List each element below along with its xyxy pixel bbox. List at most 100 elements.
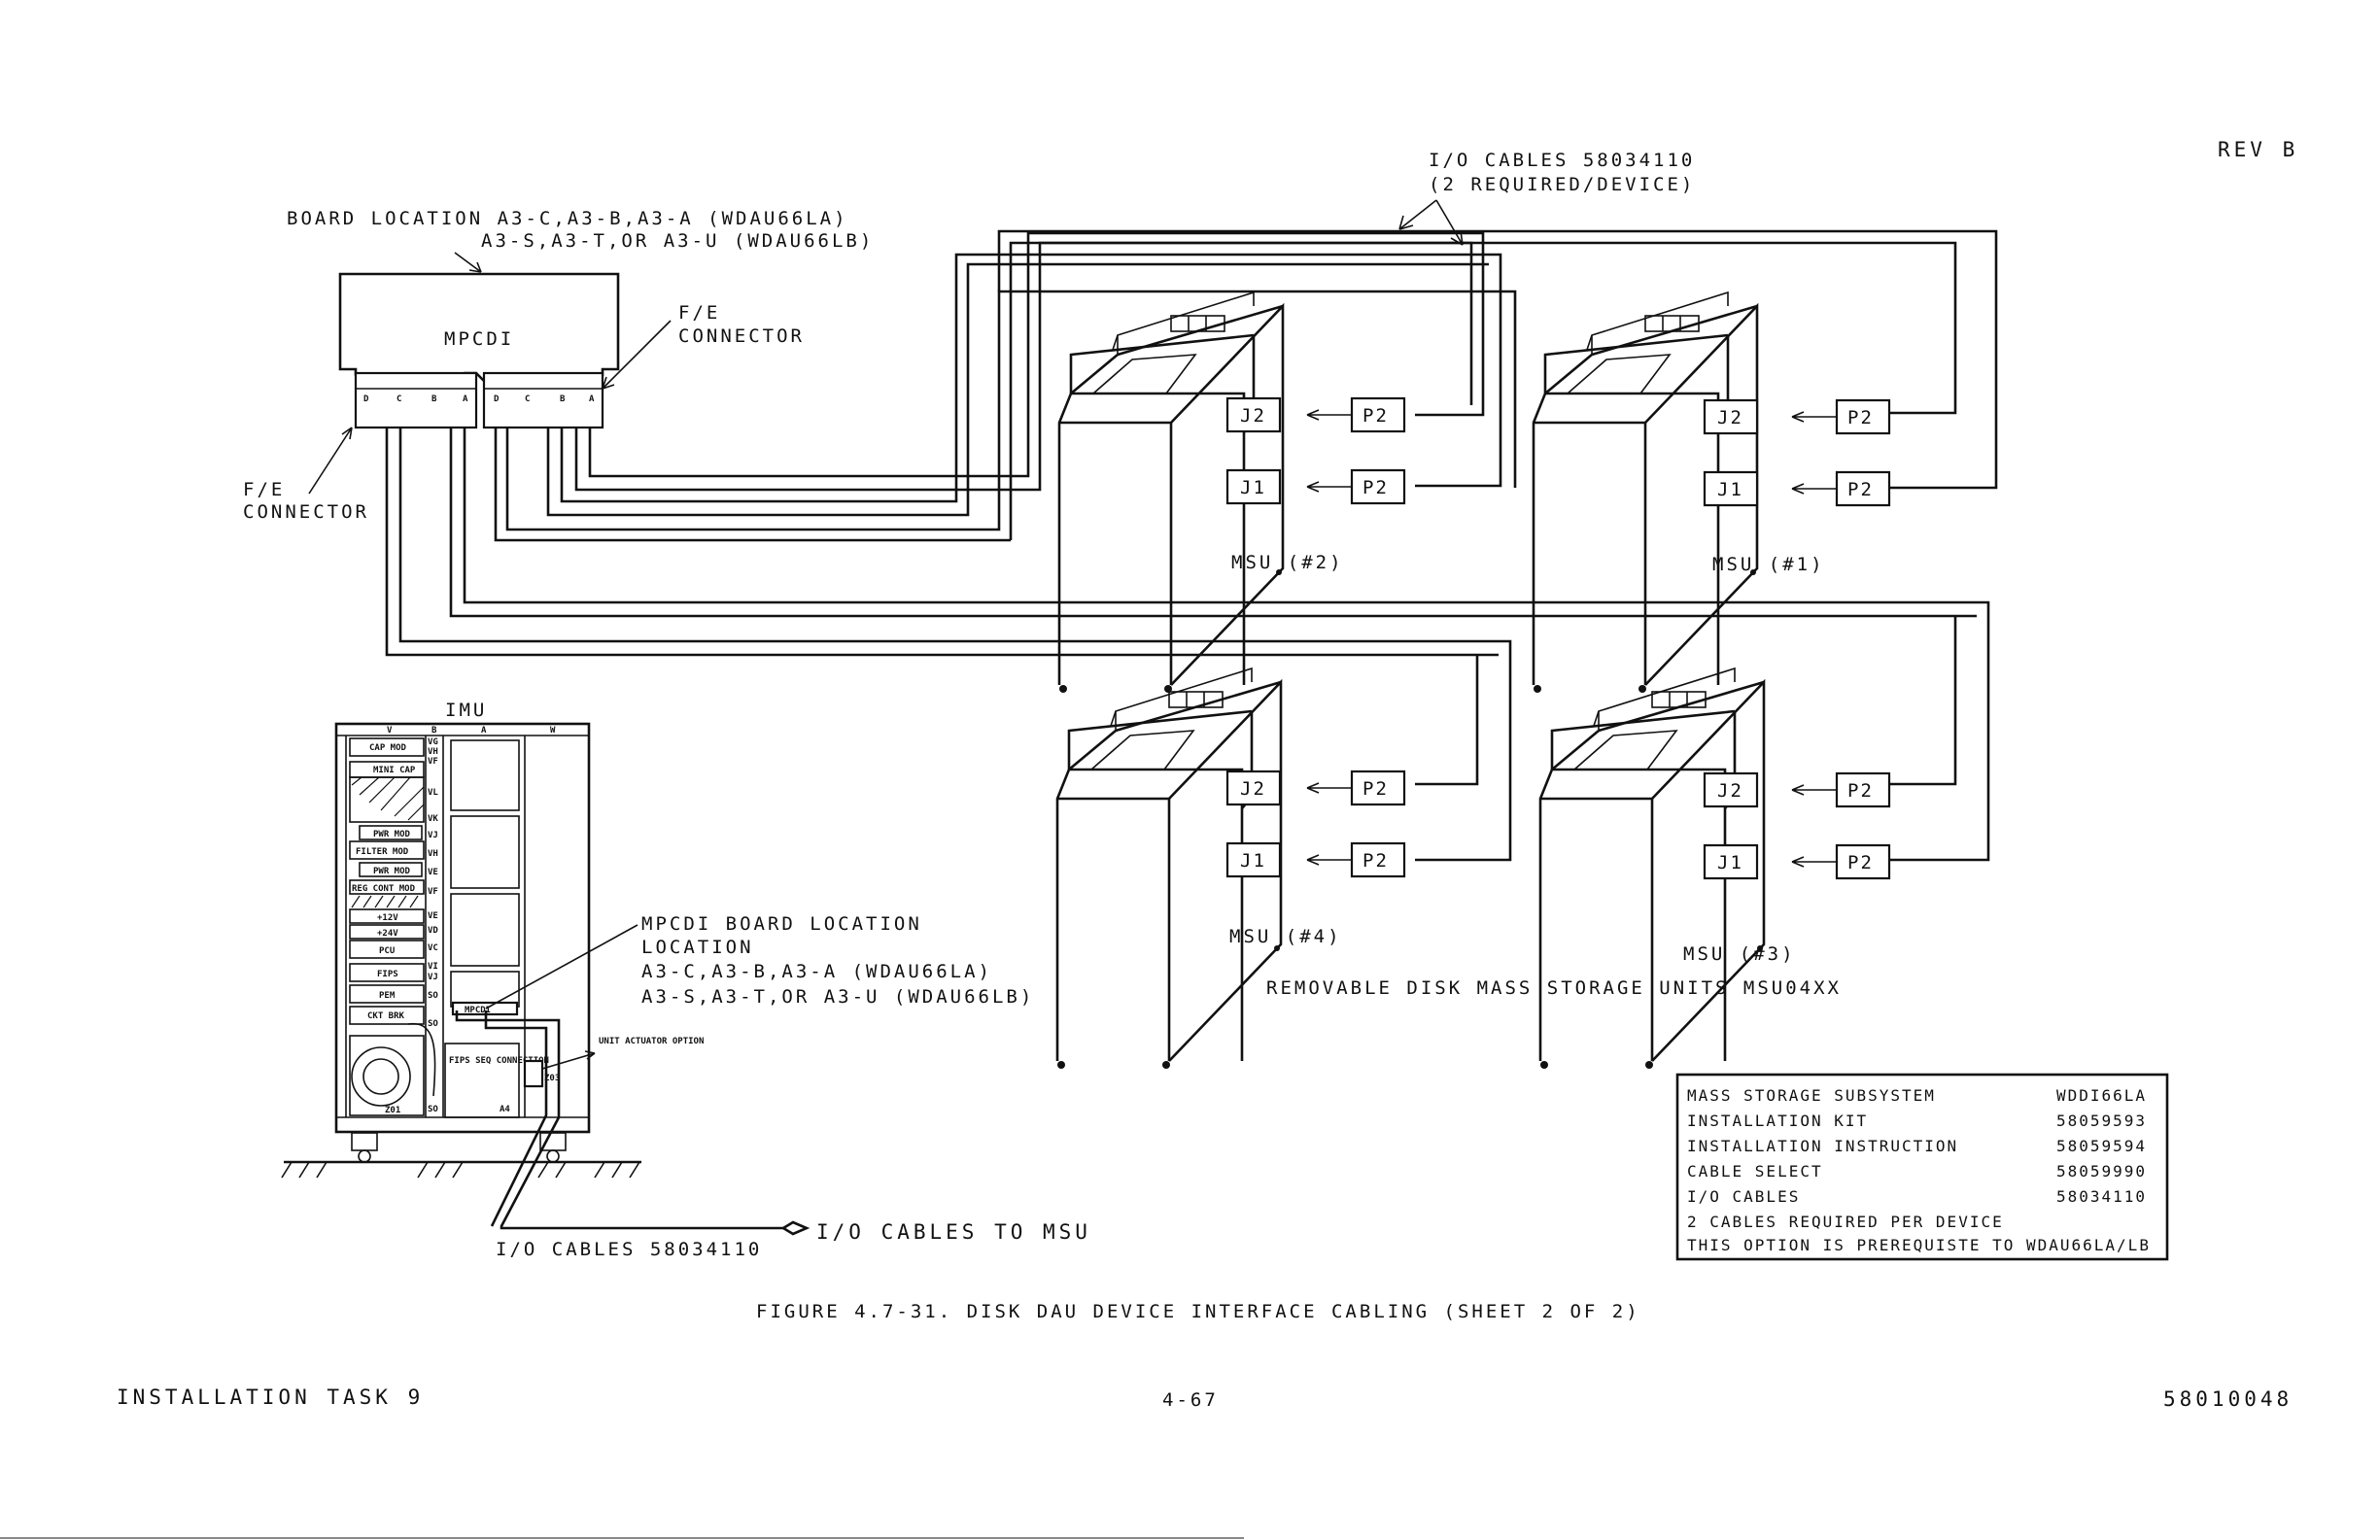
kit-table-note: 2 CABLES REQUIRED PER DEVICE xyxy=(1687,1213,2004,1231)
board-location-label: BOARD LOCATION A3-C,A3-B,A3-A (WDAU66LA) xyxy=(287,208,848,229)
mpcdi-board: MPCDI D C B A D C B A xyxy=(338,272,620,429)
fe-connector-left-arrow xyxy=(308,427,353,495)
kit-table-number: 58034110 xyxy=(2056,1187,2147,1206)
p2-label: P2 xyxy=(1847,479,1874,500)
footer-installation-task: INSTALLATION TASK 9 xyxy=(117,1386,424,1409)
j2-label: J2 xyxy=(1240,405,1266,427)
fe-connector-left-label: F/E xyxy=(243,479,285,500)
kit-table-number: 58059594 xyxy=(2056,1137,2147,1155)
connector-letter: C xyxy=(397,394,401,404)
board-location-arrow xyxy=(454,252,482,273)
imu-slot-label: VD xyxy=(428,926,438,936)
io-cables-required-label: (2 REQUIRED/DEVICE) xyxy=(1429,174,1695,195)
imu-module-label: FIPS xyxy=(377,970,398,979)
imu-module-label: +24V xyxy=(377,929,398,939)
mpcdi-label: MPCDI xyxy=(444,328,514,350)
imu-slot-label: VC xyxy=(428,943,438,953)
imu-slot-label: VI xyxy=(428,962,438,972)
kit-table-item: INSTALLATION KIT xyxy=(1687,1112,1868,1130)
p2-label: P2 xyxy=(1847,852,1874,873)
p2-label: P2 xyxy=(1362,477,1389,498)
j1-label: J1 xyxy=(1240,850,1266,872)
io-cables-bottom-label: I/O CABLES 58034110 xyxy=(496,1239,762,1260)
kit-table-item: INSTALLATION INSTRUCTION xyxy=(1687,1137,1958,1155)
msu-name-label: MSU (#4) xyxy=(1229,926,1342,947)
p2-label: P2 xyxy=(1362,850,1389,872)
io-cables-to-msu-label: I/O CABLES TO MSU xyxy=(816,1220,1091,1244)
kit-table-number: WDDI66LA xyxy=(2056,1086,2147,1105)
imu-z03: Z03 xyxy=(544,1074,560,1083)
imu-slot-label: VK xyxy=(428,814,438,824)
kit-table-item: MASS STORAGE SUBSYSTEM xyxy=(1687,1086,1936,1105)
imu-slot-label: VL xyxy=(428,788,438,798)
imu-slot-label: SO xyxy=(428,1105,438,1114)
p2-label: P2 xyxy=(1847,780,1874,802)
connector-letter: D xyxy=(363,394,369,404)
imu-module-label: PWR MOD xyxy=(373,867,411,876)
imu-slot-label: VH xyxy=(428,849,438,859)
imu-io-cable xyxy=(455,1010,811,1236)
imu-fips-connection: FIPS SEQ CONNECTION xyxy=(449,1056,549,1066)
msu-name-label: MSU (#2) xyxy=(1231,552,1344,573)
imu-slot-label: VF xyxy=(428,887,438,897)
io-cable-msu2-j1 xyxy=(574,231,1485,492)
fe-connector-right-label: F/E xyxy=(678,302,720,324)
fe-connector-left-label-2: CONNECTOR xyxy=(243,501,369,523)
imu-module-label: CKT BRK xyxy=(367,1011,405,1021)
imu-slot-label: VF xyxy=(428,757,438,767)
io-cables-pointer-arrow xyxy=(1398,199,1464,246)
io-cable-msu1 xyxy=(494,229,1998,542)
io-cable-msu4 xyxy=(385,428,1512,862)
imu-column-mark: V xyxy=(387,726,393,736)
imu-mpcdi-small: MPCDI xyxy=(465,1006,491,1015)
msu-unit-4: J2 J1 P2 P2 MSU (#4) xyxy=(1055,667,1406,1071)
imu-a4: A4 xyxy=(500,1105,510,1114)
imu-label: IMU xyxy=(445,700,487,721)
imu-module-label: PWR MOD xyxy=(373,830,411,839)
imu-module-label: MINI CAP xyxy=(373,766,416,775)
imu-slot-label: VJ xyxy=(428,973,438,982)
imu-z01: Z01 xyxy=(385,1106,400,1115)
imu-module-label: PCU xyxy=(379,946,395,956)
imu-slot-label: SO xyxy=(428,991,438,1001)
kit-table-item: CABLE SELECT xyxy=(1687,1162,1823,1181)
j1-label: J1 xyxy=(1717,852,1743,873)
imu-rack: V B A W CAP MOD MINI CAP PWR MOD FILTER … xyxy=(281,722,641,1179)
p2-label: P2 xyxy=(1847,407,1874,428)
imu-slot-label: SO xyxy=(428,1019,438,1029)
connector-letter: A xyxy=(463,394,468,404)
imu-module-label: FILTER MOD xyxy=(356,847,409,857)
io-cable-msu2-j2 xyxy=(546,253,1502,517)
imu-column-mark: W xyxy=(550,726,556,736)
msu-unit-1: J2 J1 P2 P2 MSU (#1) xyxy=(1532,291,1891,695)
imu-slot-label: VE xyxy=(428,911,438,921)
j2-label: J2 xyxy=(1240,778,1266,800)
msu-unit-3: J2 J1 P2 P2 MSU (#3) xyxy=(1538,667,1891,1071)
revision-label: REV B xyxy=(2218,138,2298,161)
mpcdi-board-location-label-4: A3-S,A3-T,OR A3-U (WDAU66LB) xyxy=(641,986,1034,1008)
footer-page-number: 4-67 xyxy=(1162,1389,1219,1411)
j1-label: J1 xyxy=(1240,477,1266,498)
io-cable-msu3 xyxy=(449,428,1990,862)
imu-module-label: PEM xyxy=(379,991,396,1001)
connector-letter: D xyxy=(494,394,500,404)
footer-document-number: 58010048 xyxy=(2163,1387,2293,1411)
kit-table-item: I/O CABLES xyxy=(1687,1187,1800,1206)
imu-column-mark: B xyxy=(431,726,437,736)
imu-slot-label: VG xyxy=(428,737,438,747)
imu-module-label: REG CONT MOD xyxy=(352,884,416,894)
mpcdi-board-location-leader xyxy=(485,924,638,1010)
kit-table-note: THIS OPTION IS PREREQUISTE TO WDAU66LA/L… xyxy=(1687,1236,2151,1254)
figure-caption: FIGURE 4.7-31. DISK DAU DEVICE INTERFACE… xyxy=(756,1301,1640,1322)
connector-letter: B xyxy=(560,394,566,404)
imu-slot-label: VE xyxy=(428,868,438,877)
fe-connector-right-label-2: CONNECTOR xyxy=(678,325,805,347)
mpcdi-board-location-label-3: A3-C,A3-B,A3-A (WDAU66LA) xyxy=(641,961,992,982)
removable-disk-label: REMOVABLE DISK MASS STORAGE UNITS MSU04X… xyxy=(1266,977,1842,999)
mpcdi-board-location-label-2: LOCATION xyxy=(641,937,754,958)
connector-letter: B xyxy=(431,394,437,404)
kit-table: MASS STORAGE SUBSYSTEM WDDI66LA INSTALLA… xyxy=(1675,1073,2169,1261)
msu-name-label: MSU (#1) xyxy=(1712,554,1825,575)
